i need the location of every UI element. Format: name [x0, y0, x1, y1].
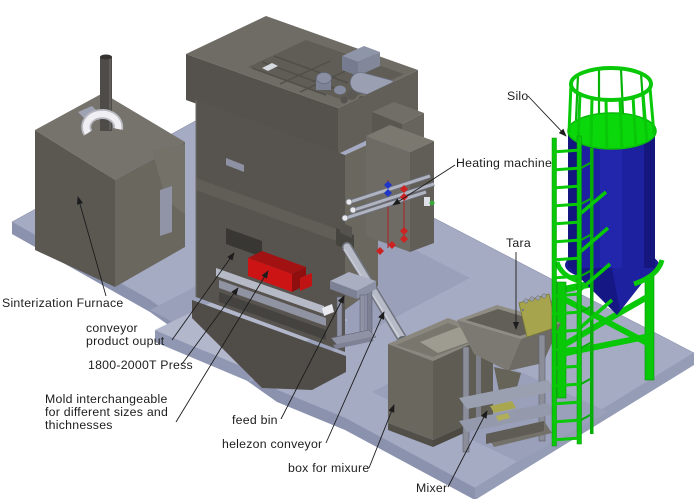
feed-bin: [322, 272, 377, 349]
mixer-hopper-front: [457, 320, 521, 371]
furnace-flange: [78, 106, 98, 118]
label-feed-bin: feed bin: [232, 413, 278, 427]
leader-sinterization-furnace: [76, 196, 107, 297]
platform-front-left-face: [12, 222, 475, 499]
press-bracket: [226, 158, 244, 172]
mixer-hopper-right: [508, 323, 561, 371]
ladder-struts: [578, 190, 614, 330]
die-space-shadow: [219, 292, 326, 340]
heating-pipes: [341, 173, 435, 222]
leader-mold: [175, 270, 269, 423]
platform-front-right-face: [475, 353, 694, 499]
press-crown-front: [186, 54, 338, 154]
leader-press: [181, 287, 239, 365]
leader-heating-machine: [392, 164, 456, 206]
interchangeable-mold: [248, 251, 312, 292]
label-conveyor-line1: conveyor: [86, 321, 138, 335]
leader-helezon-conveyor: [325, 311, 385, 444]
conveyor-output-opening: [226, 228, 262, 257]
mixer: [457, 293, 561, 453]
feed-bin-top-plate: [330, 272, 376, 291]
ladder-rail: [576, 135, 582, 445]
label-helezon-conveyor: helezon conveyor: [222, 437, 322, 451]
leader-mixer: [447, 410, 488, 488]
label-heating-machine: Heating machine: [456, 156, 552, 170]
flange-green-ring: [554, 261, 580, 284]
sinterization-furnace: [35, 54, 185, 287]
leader-conveyor-output: [171, 252, 235, 341]
furnace-top-face: [35, 93, 185, 180]
labels: Silo Heating machine Tara Sinterization …: [2, 89, 552, 495]
heating-box-top: [366, 125, 434, 152]
label-mold-line1: Mold interchangeable: [45, 392, 168, 406]
leader-lines: [76, 95, 567, 488]
cage-top-ring: [569, 66, 653, 102]
label-sinterization-furnace: Sinterization Furnace: [2, 296, 123, 310]
label-conveyor-line2: product ouput: [86, 334, 165, 348]
chimney-top: [100, 54, 112, 60]
heating-machine: [341, 102, 435, 255]
tara-weigher-panel: [518, 293, 558, 338]
label-press: 1800-2000T Press: [88, 358, 193, 372]
leader-box-for-mixure: [368, 404, 395, 469]
ladder-rungs: [551, 148, 582, 442]
silo-ladder: [551, 135, 614, 447]
white-bracket: [322, 304, 334, 316]
box-floor: [420, 327, 477, 353]
bolster-plate: [216, 268, 324, 314]
mixer-shelf: [459, 380, 556, 409]
box-front-face: [388, 344, 433, 440]
helezon-conveyor-tube: [336, 222, 408, 345]
label-mold-line3: thichnesses: [45, 418, 113, 432]
label-mixer: Mixer: [416, 481, 447, 495]
furnace-door-slot: [160, 186, 172, 236]
furnace-white-elbow-pipe: [82, 110, 122, 135]
leader-silo: [527, 95, 567, 137]
white-fitting: [262, 63, 278, 71]
press-front-sheen: [196, 178, 345, 244]
ladder-rail: [551, 137, 557, 447]
press-pad-front-left: [155, 330, 250, 382]
label-box-for-mixure: box for mixure: [288, 461, 369, 475]
leader-feed-bin: [280, 295, 345, 420]
label-mold-line2: for different sizes and: [45, 405, 168, 419]
cage-front-bars: [567, 83, 656, 150]
label-silo: Silo: [507, 89, 529, 103]
label-tara: Tara: [506, 236, 531, 250]
furnace-right-sheen: [152, 144, 185, 214]
heating-box-right: [410, 141, 434, 252]
press-top-machinery: [262, 46, 398, 104]
furnace-front-face: [35, 130, 115, 287]
